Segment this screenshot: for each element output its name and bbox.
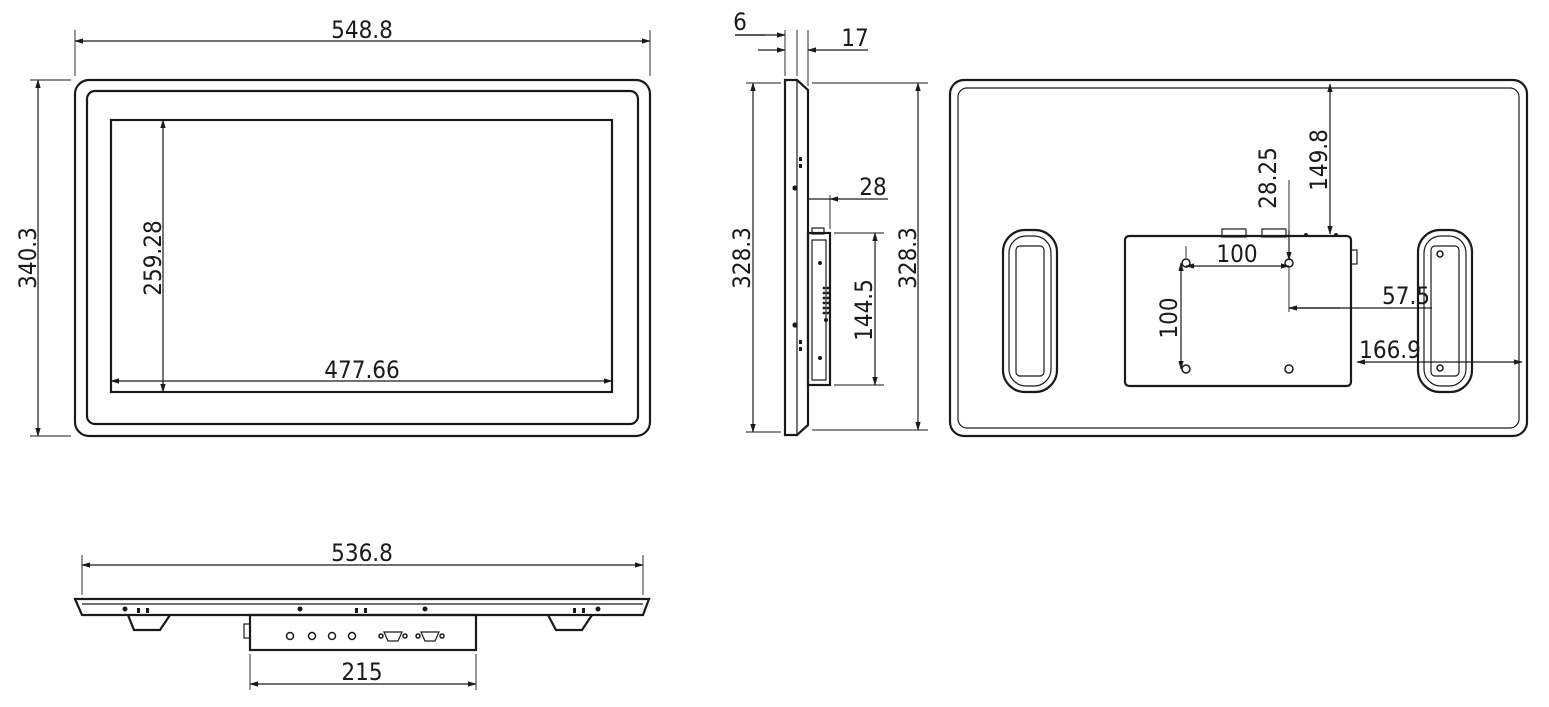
- rear-right-handle: [1416, 228, 1474, 394]
- side-box-height-label: 144.5: [850, 279, 878, 341]
- rear-box-edge-to-panel-label: 166.9: [1359, 336, 1421, 364]
- bottom-view: 536.8 215: [73, 539, 651, 690]
- bottom-rear-box: [248, 613, 478, 652]
- side-panel-height-left-label: 328.3: [728, 227, 756, 289]
- bottom-overall-width-label: 536.8: [331, 539, 393, 567]
- rear-top-to-vesa-label: 28.25: [1254, 147, 1282, 209]
- rear-control-box: [1123, 228, 1358, 388]
- side-rear-box: [806, 231, 832, 387]
- bottom-box-width-label: 215: [341, 658, 382, 686]
- side-connector-pins: [822, 286, 830, 322]
- front-screen-width-label: 477.66: [324, 356, 400, 384]
- rear-vesa-vertical-label: 100: [1155, 297, 1183, 338]
- side-box-depth-label: 28: [859, 173, 886, 201]
- rear-outer-outline: [948, 78, 1529, 438]
- rear-vesa-to-box-edge-label: 57.5: [1382, 282, 1430, 310]
- side-front-bezel-label: 6: [733, 8, 747, 36]
- side-view: 6 17 28 328.3 328.3 144.5: [728, 8, 928, 437]
- rear-view: 149.8 28.25 100 100 57.5 166.9: [948, 78, 1529, 438]
- rear-top-to-box-label: 149.8: [1305, 129, 1333, 191]
- rear-left-handle: [1001, 228, 1059, 394]
- side-panel-height-right-label: 328.3: [894, 227, 922, 289]
- front-overall-height-label: 340.3: [14, 227, 42, 289]
- front-overall-width-label: 548.8: [331, 16, 393, 44]
- rear-vesa-holes: [1181, 258, 1294, 374]
- front-screen-height-label: 259.28: [139, 220, 167, 296]
- front-outer-bezel: [73, 78, 652, 438]
- front-view: 548.8 340.3 259.28 477.66: [14, 16, 652, 438]
- side-depth-label: 17: [841, 24, 868, 52]
- front-screen-area: [109, 118, 614, 394]
- bottom-io-ports: [285, 631, 445, 642]
- rear-vesa-horizontal-label: 100: [1216, 240, 1257, 268]
- front-inner-bezel: [85, 89, 640, 426]
- bottom-panel-outline: [73, 597, 651, 617]
